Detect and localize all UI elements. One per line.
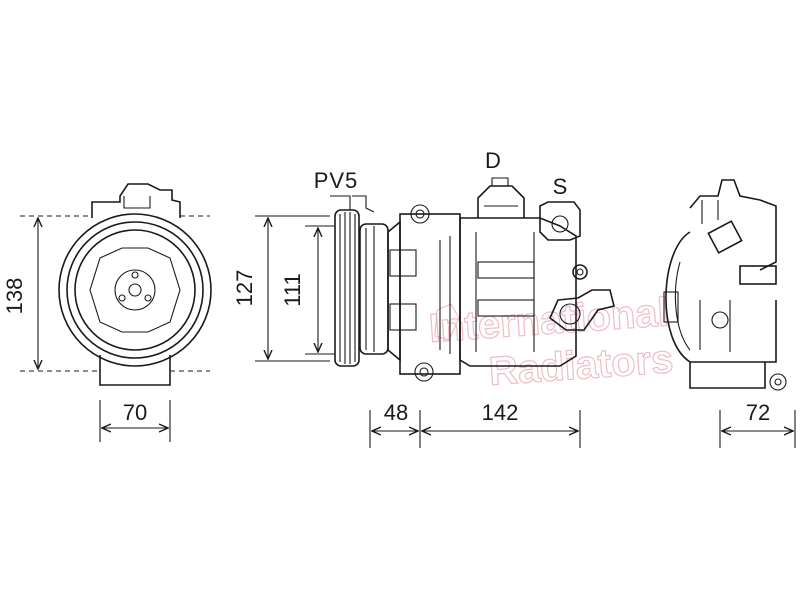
discharge-port-label: D (485, 148, 501, 173)
dim-body-length-label: 142 (482, 400, 519, 425)
dim-front-height-label: 138 (2, 278, 27, 315)
dim-pulley-depth (369, 410, 421, 448)
dim-rear-width (719, 410, 796, 448)
watermark-logo: International Radiators (427, 290, 675, 395)
side-view (330, 177, 615, 382)
rear-view (663, 179, 787, 391)
dim-pulley-depth-label: 48 (384, 400, 408, 425)
dim-front-width (99, 400, 171, 442)
front-view (20, 183, 212, 386)
dim-front-width-label: 70 (123, 400, 147, 425)
suction-port-label: S (553, 174, 568, 199)
dim-pulley-inner (305, 225, 334, 355)
belt-type-label: PV5 (314, 168, 359, 193)
dim-pulley-outer (255, 215, 330, 362)
dim-pulley-inner-label: 111 (280, 273, 305, 306)
dim-rear-width-label: 72 (746, 400, 770, 425)
dim-pulley-outer-label: 127 (232, 270, 257, 307)
dim-body-length (422, 410, 581, 448)
